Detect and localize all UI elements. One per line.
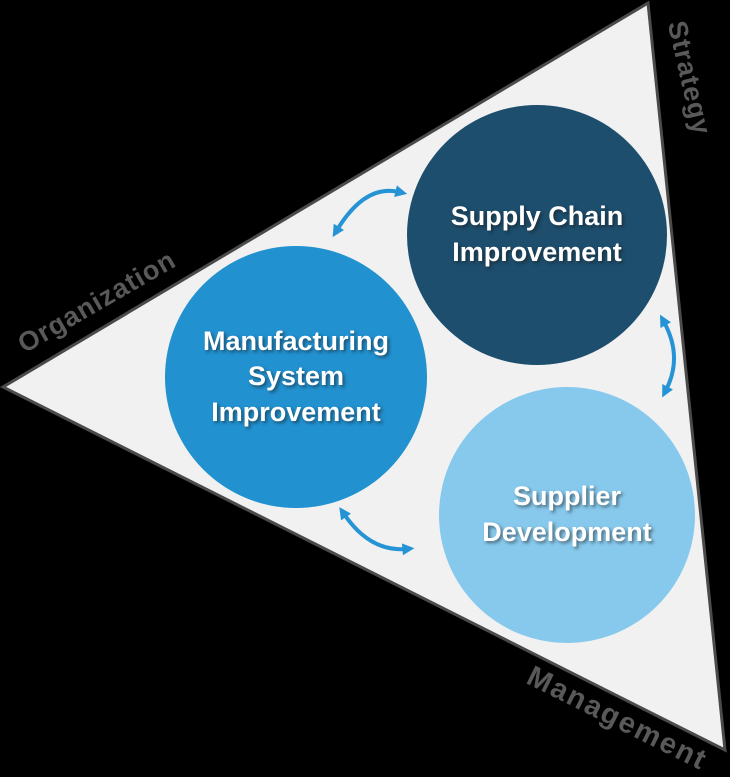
arrow-manufacturing-supplier: [339, 507, 415, 556]
arrow-manufacturing-supplychain: [332, 185, 408, 238]
arrow-supplychain-supplier: [659, 314, 676, 398]
supply-chain-circle: [407, 105, 667, 365]
supplier-development-circle: [439, 387, 695, 643]
manufacturing-system-circle: [165, 246, 427, 508]
